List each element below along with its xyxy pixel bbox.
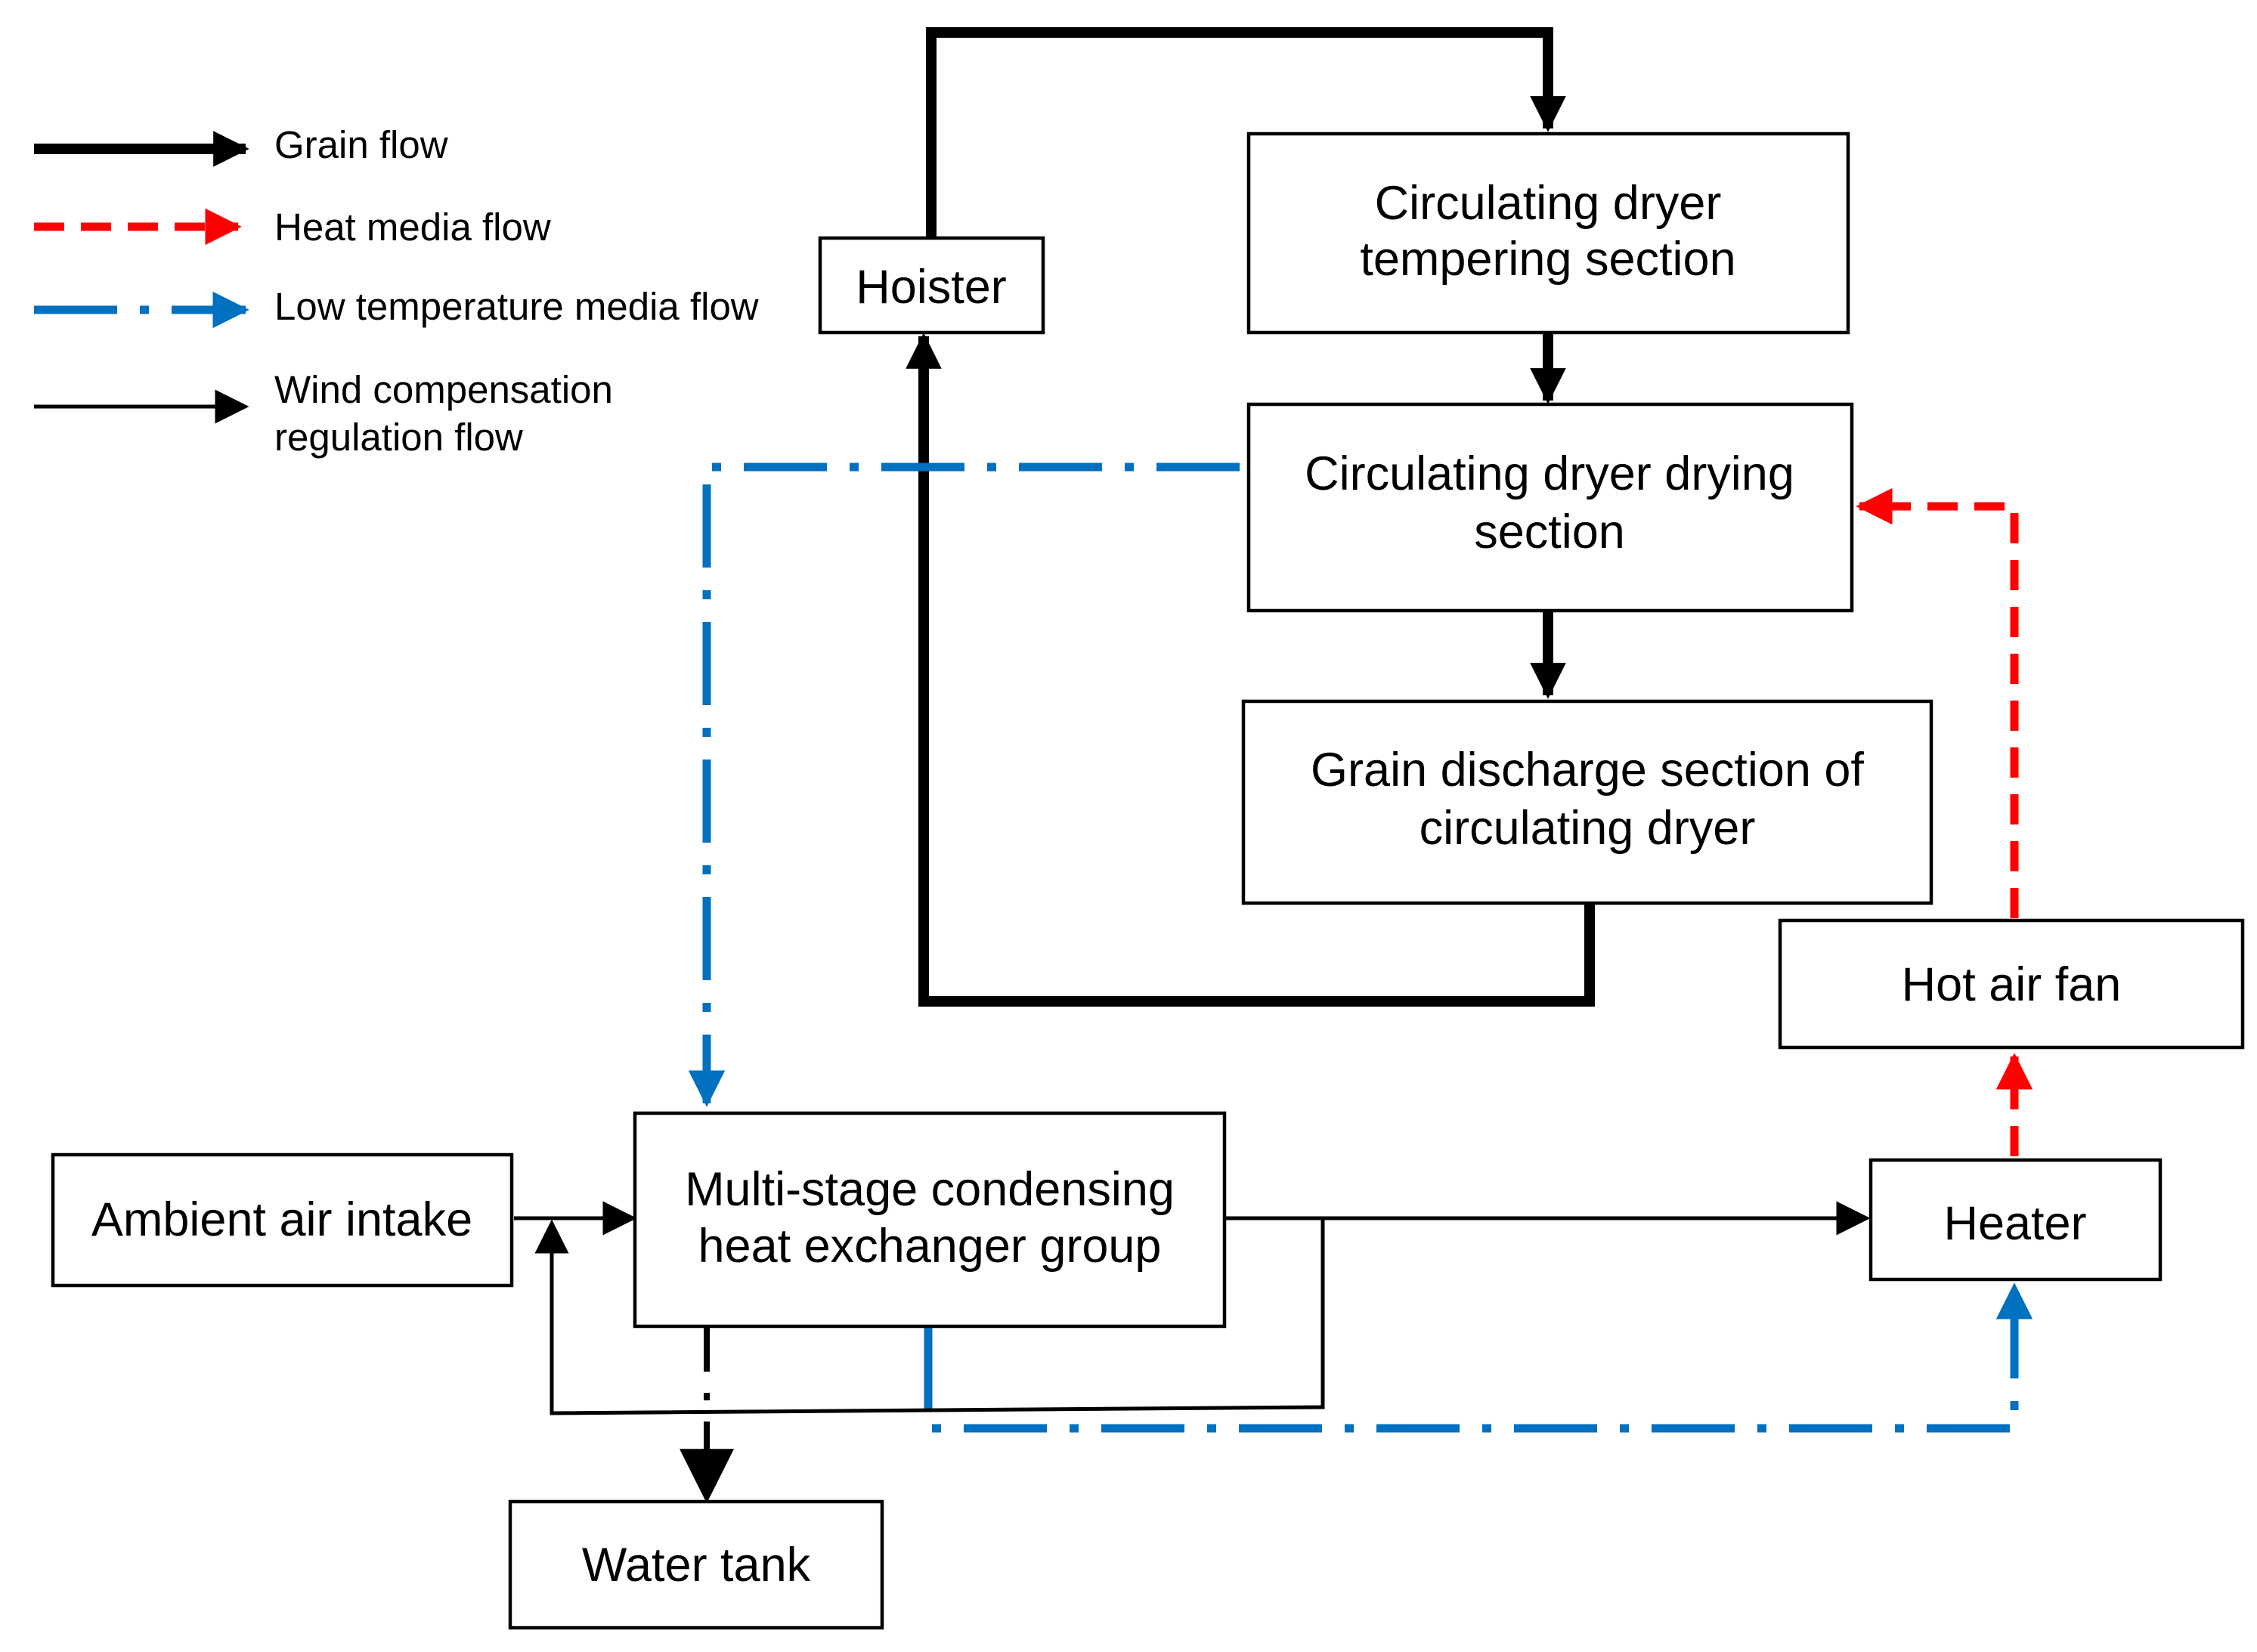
legend-wind-compensation-label-line1: Wind compensation — [274, 368, 613, 411]
low-temp-flow-heat-exchanger-to-heater — [924, 1282, 2033, 1433]
node-discharge-section: Grain discharge section of circulating d… — [1241, 699, 1933, 905]
hot-air-fan-label: Hot air fan — [1902, 958, 2122, 1011]
legend-heat-media-flow-label: Heat media flow — [274, 206, 551, 249]
water-tank-label: Water tank — [582, 1539, 811, 1592]
heat-media-flow-connectors — [1856, 487, 2033, 1156]
low-temp-flow-drying-to-heat-exchanger — [688, 462, 1240, 1107]
legend-grain-flow-label: Grain flow — [274, 123, 448, 166]
grain-flow-hoister-to-tempering — [926, 27, 1566, 238]
legend-low-temp-media-flow-label: Low temperature media flow — [274, 285, 759, 328]
node-hot-air-fan: Hot air fan — [1778, 918, 2245, 1050]
legend: Grain flow Heat media flow Low temperatu… — [34, 123, 759, 459]
node-hoister: Hoister — [818, 236, 1045, 335]
wind-compensation-connectors — [514, 1201, 1871, 1415]
grain-flow-discharge-to-hoister — [906, 333, 1595, 1007]
ambient-air-intake-label: Ambient air intake — [91, 1193, 472, 1246]
node-ambient-air-intake: Ambient air intake — [51, 1152, 514, 1288]
node-drying-section: Circulating dryer drying section — [1246, 402, 1854, 613]
discharge-section-label-line1: Grain discharge section of — [1311, 744, 1864, 797]
heat-exchanger-label-line1: Multi-stage condensing — [685, 1163, 1175, 1216]
hoister-label: Hoister — [856, 261, 1007, 314]
legend-wind-compensation-label-line2: regulation flow — [274, 416, 523, 459]
node-tempering-section: Circulating dryer tempering section — [1246, 131, 1850, 335]
node-water-tank: Water tank — [508, 1499, 884, 1630]
tempering-section-label-line2: tempering section — [1360, 233, 1735, 286]
drying-section-label-line1: Circulating dryer drying — [1305, 447, 1794, 500]
drying-section-label-line2: section — [1474, 506, 1625, 558]
discharge-section-label-line2: circulating dryer — [1420, 802, 1756, 855]
low-temp-media-flow-connectors — [688, 462, 2033, 1433]
heater-label: Heater — [1943, 1197, 2086, 1250]
tempering-section-label-line1: Circulating dryer — [1375, 177, 1722, 230]
heat-exchanger-label-line2: heat exchanger group — [698, 1220, 1162, 1273]
grain-flow-connectors — [906, 27, 1595, 1007]
wind-flow-compensation-loop — [534, 1218, 1325, 1415]
node-heater: Heater — [1868, 1158, 2163, 1282]
node-heat-exchanger-group: Multi-stage condensing heat exchanger gr… — [633, 1111, 1227, 1329]
